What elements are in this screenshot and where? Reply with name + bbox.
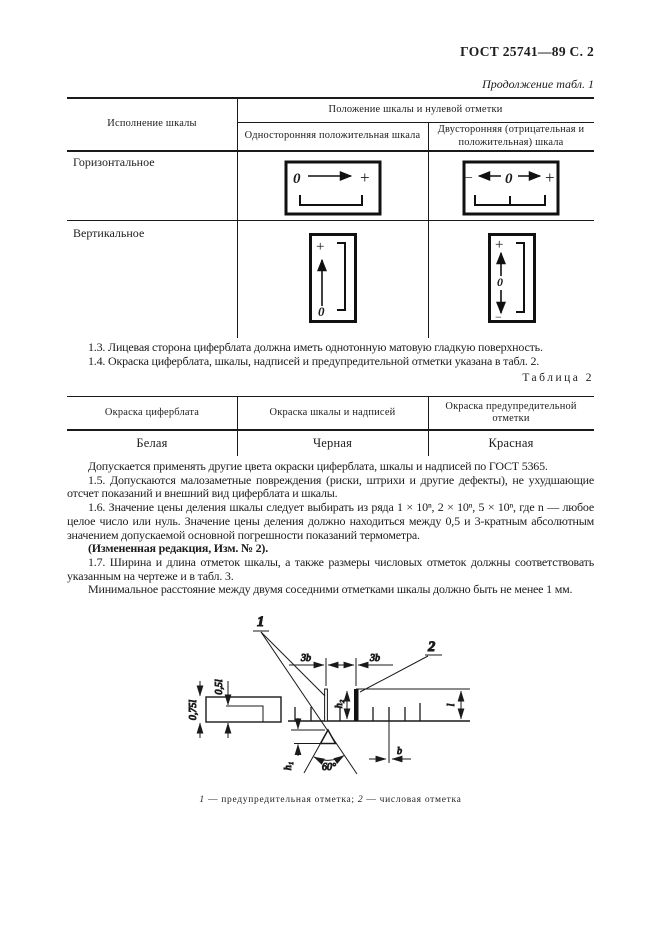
table1-header-execution: Исполнение шкалы xyxy=(107,118,197,130)
scale-bracket xyxy=(337,242,346,311)
dial-outline xyxy=(488,233,536,323)
dial-outline xyxy=(462,160,560,216)
dim-label-h1: h₁ xyxy=(283,762,294,770)
paragraph-other-colors: Допускается применять другие цвета окрас… xyxy=(88,459,548,473)
dim-label-b: b xyxy=(397,746,402,757)
numeral-size-detail xyxy=(196,681,282,738)
zero-mark: 0 xyxy=(497,275,503,289)
paragraph-1-4: 1.4. Окраска циферблата, шкалы, надписей… xyxy=(88,353,540,368)
scale-bracket xyxy=(474,195,546,206)
table1-header-two-sided: Двусторонняя (отрицательная и положитель… xyxy=(437,124,585,148)
table2-colors: Окраска циферблата Окраска шкалы и надпи… xyxy=(67,396,594,456)
callout-1-leaders xyxy=(253,630,358,775)
numeral-inner-step xyxy=(226,705,264,722)
table2-header-warning-color: Окраска предупредительной отметки xyxy=(445,400,577,425)
callout-1: 1 xyxy=(257,614,264,630)
dim-label-075l: 0,75l xyxy=(188,700,199,721)
diagram-horizontal-two-sided-scale: − 0 + xyxy=(462,160,560,216)
table1-row-divider xyxy=(67,220,594,221)
dim-label-05l: 0,5l xyxy=(214,679,225,695)
scale-marks-technical-drawing: 0,75l 0,5l xyxy=(188,614,470,775)
paragraph-min-distance: Минимальное расстояние между двумя сосед… xyxy=(88,582,573,597)
paragraph-1-3: 1.3. Лицевая сторона циферблата должна и… xyxy=(88,340,543,354)
triangle-slant-extension xyxy=(303,729,329,774)
angle-label-60deg: 60° xyxy=(322,762,336,773)
warning-mark xyxy=(324,688,328,722)
caption-text-1: — предупредительная отметка; xyxy=(204,795,358,805)
dial-outline xyxy=(309,233,357,323)
dial-outline xyxy=(284,160,382,216)
caption-ref-1: 1 xyxy=(199,795,205,805)
numeric-mark xyxy=(354,689,359,721)
dim-label-h2: h₂ xyxy=(334,699,345,708)
plus-mark: + xyxy=(316,239,324,255)
caption-ref-2: 2 xyxy=(357,795,364,805)
plus-mark: + xyxy=(495,237,503,253)
dim-h1-group xyxy=(291,718,325,756)
plus-mark: + xyxy=(360,168,370,187)
table1-header-bottom-border xyxy=(67,150,594,153)
zero-mark: 0 xyxy=(505,171,513,187)
table2-vertical-divider-1 xyxy=(237,396,238,456)
table1-vertical-divider-2 xyxy=(428,122,429,338)
paragraph-1-6: 1.6. Значение цены деления шкалы следует… xyxy=(67,500,594,542)
table1-subheader-divider xyxy=(237,122,594,123)
scale-bracket xyxy=(516,242,525,313)
numeral-outline xyxy=(205,696,282,723)
scale-line-and-ticks xyxy=(288,688,470,722)
table1-row-label-vertical: Вертикальное xyxy=(73,226,145,240)
callout-2: 2 xyxy=(427,639,435,655)
paragraph-1-7: 1.7. Ширина и длина отметок шкалы, а так… xyxy=(67,554,594,583)
table2-header-bottom-border xyxy=(67,429,594,432)
plus-mark: + xyxy=(545,168,555,187)
leader-line xyxy=(260,631,326,697)
diagram-horizontal-one-sided-scale: 0 + xyxy=(284,160,382,216)
table2-header-dial-color: Окраска циферблата xyxy=(104,406,200,418)
minus-mark: − xyxy=(495,310,502,324)
zero-mark: 0 xyxy=(293,171,301,187)
drawing-caption: 1 — предупредительная отметка; 2 — число… xyxy=(67,795,594,805)
table-continuation-note: Продолжение табл. 1 xyxy=(482,77,594,91)
table2-vertical-divider-2 xyxy=(428,396,429,456)
leader-line xyxy=(359,655,429,693)
table1-header-position: Положение шкалы и нулевой отметки xyxy=(328,104,503,116)
text-block-2: Допускается применять другие цвета окрас… xyxy=(67,459,594,597)
zero-mark: 0 xyxy=(318,304,325,319)
dim-b-group xyxy=(369,721,411,763)
angle-arc xyxy=(313,755,345,765)
scale-bracket xyxy=(299,195,363,206)
diagram-vertical-one-sided-scale: + 0 xyxy=(309,233,357,323)
table2-value-white: Белая xyxy=(136,435,168,450)
dim-3b-group xyxy=(289,658,393,686)
diagram-vertical-two-sided-scale: + 0 − xyxy=(488,233,536,324)
dim-label-3b-right: 3b xyxy=(369,653,380,664)
caption-text-2: — числовая отметка xyxy=(363,795,462,805)
page-header-gost-number: ГОСТ 25741—89 С. 2 xyxy=(460,44,594,59)
table1-header-one-sided: Односторонняя положительная шкала xyxy=(244,130,421,142)
table1-scale-position: Исполнение шкалы Положение шкалы и нулев… xyxy=(67,97,594,338)
table1-top-border xyxy=(67,97,594,100)
table2-value-black: Черная xyxy=(312,435,353,450)
dim-label-l: l xyxy=(446,703,457,706)
paragraph-amended-edition: (Измененная редакция, Изм. № 2). xyxy=(88,541,269,556)
paragraph-1-5: 1.5. Допускаются малозаметные повреждени… xyxy=(67,472,594,501)
table1-vertical-divider-1 xyxy=(237,97,238,338)
minus-mark: − xyxy=(465,171,473,186)
table2-top-border xyxy=(67,396,594,398)
table2-header-scale-color: Окраска шкалы и надписей xyxy=(269,406,396,418)
text-block-1: 1.3. Лицевая сторона циферблата должна и… xyxy=(67,340,594,368)
warning-triangle xyxy=(319,728,337,745)
table1-row-label-horizontal: Горизонтальное xyxy=(73,155,155,169)
table2-value-red: Красная xyxy=(488,435,534,450)
table2-title: Таблица 2 xyxy=(522,372,594,384)
callout-2-leader xyxy=(359,654,442,693)
leader-line xyxy=(260,631,358,775)
dim-label-3b-left: 3b xyxy=(300,653,311,664)
